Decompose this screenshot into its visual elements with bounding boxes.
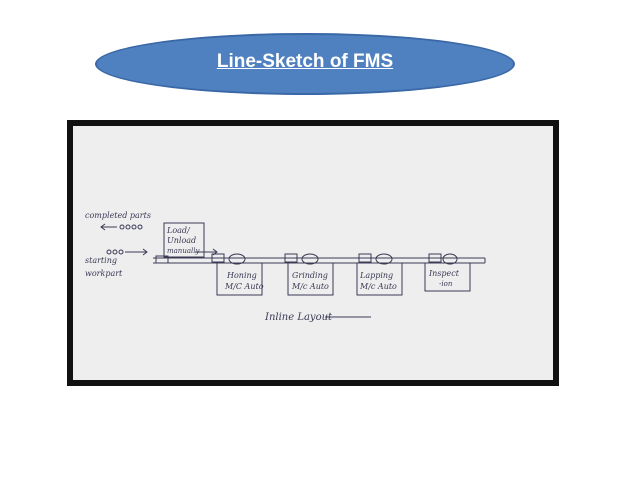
station-1-line1: Honing	[226, 271, 257, 280]
sketch-photo: completed parts starting workpart Load/ …	[67, 120, 559, 386]
sketch-drawing: completed parts starting workpart Load/ …	[73, 126, 553, 380]
station-honing	[211, 253, 263, 296]
title-banner: Line-Sketch of FMS	[95, 33, 515, 95]
station-3-line1: Lapping	[359, 271, 393, 280]
load-unload-station	[163, 222, 205, 258]
station-2-line1: Grinding	[292, 271, 328, 280]
station-grinding	[284, 253, 334, 296]
station-4-line2: -ion	[439, 280, 453, 288]
paper	[73, 126, 553, 380]
starting-label-line1: starting	[85, 256, 117, 265]
starting-parts-arrow	[125, 248, 148, 256]
part-circles-bottom	[106, 249, 124, 255]
load-station-line2: Unload	[167, 236, 196, 245]
completed-parts-label: completed parts	[85, 211, 151, 220]
starting-label-line2: workpart	[85, 269, 123, 278]
station-lapping	[356, 253, 403, 296]
slide-title: Line-Sketch of FMS	[216, 51, 394, 72]
layout-caption: Inline Layout	[264, 312, 333, 323]
part-circles-top	[119, 224, 143, 230]
load-station-line1: Load/	[166, 226, 191, 235]
station-3-line2: M/c Auto	[359, 282, 397, 291]
load-station-line3: manually	[167, 247, 200, 255]
station-inspection	[424, 253, 471, 292]
completed-parts-arrow	[100, 223, 117, 231]
station-4-line1: Inspect	[428, 269, 460, 278]
station-2-line2: M/c Auto	[291, 282, 329, 291]
station-1-line2: M/C Auto	[224, 282, 264, 291]
